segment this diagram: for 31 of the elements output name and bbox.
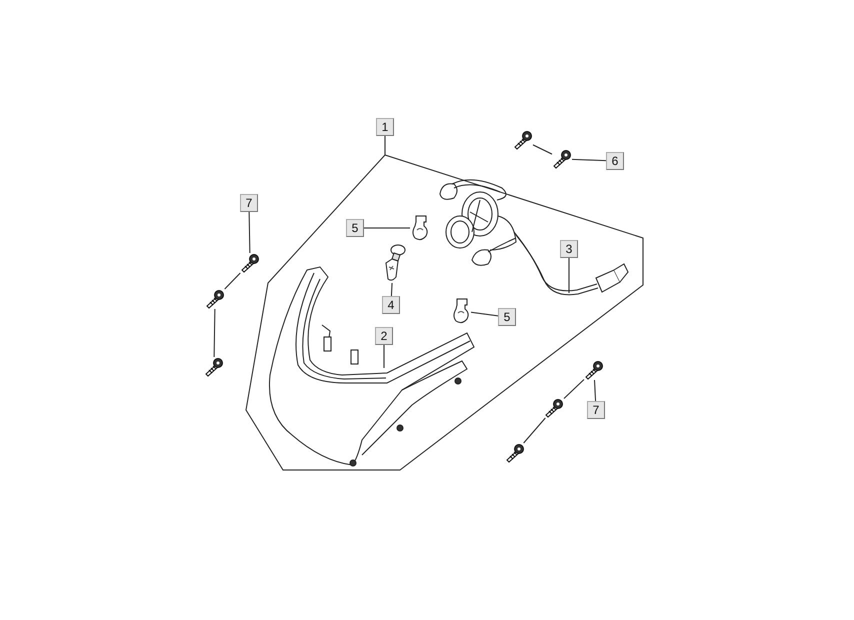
leader-line [572, 158, 606, 162]
leader-line [568, 258, 570, 294]
callout-number: 5 [346, 219, 364, 237]
screw-drawing [513, 130, 533, 150]
callout-number: 4 [382, 296, 400, 314]
callout-number: 1 [376, 118, 394, 136]
screw-drawing [552, 149, 572, 169]
assembly-line [523, 418, 546, 444]
screw-drawing [205, 289, 225, 309]
screw-drawing [204, 357, 224, 377]
callout-number: 3 [560, 240, 578, 258]
screw-drawing [240, 253, 260, 273]
callout-number: 7 [240, 194, 258, 212]
assembly-line [564, 379, 584, 399]
callout-number: 2 [375, 327, 393, 345]
callout-number: 6 [606, 152, 624, 170]
leader-line [594, 380, 596, 402]
screw-drawing [505, 443, 525, 463]
assembly-line [532, 144, 552, 155]
bulb-drawing [410, 214, 430, 242]
screw-drawing [544, 398, 564, 418]
callout-number: 7 [587, 401, 605, 419]
screw-drawing [584, 360, 604, 380]
assembly-line [214, 308, 216, 358]
callout-number: 5 [498, 308, 516, 326]
leader-line [470, 312, 498, 316]
leader-line [390, 282, 393, 296]
assembly-line [224, 272, 241, 290]
bulb-drawing [451, 297, 471, 325]
leader-line [248, 212, 250, 254]
leader-line [384, 136, 386, 156]
